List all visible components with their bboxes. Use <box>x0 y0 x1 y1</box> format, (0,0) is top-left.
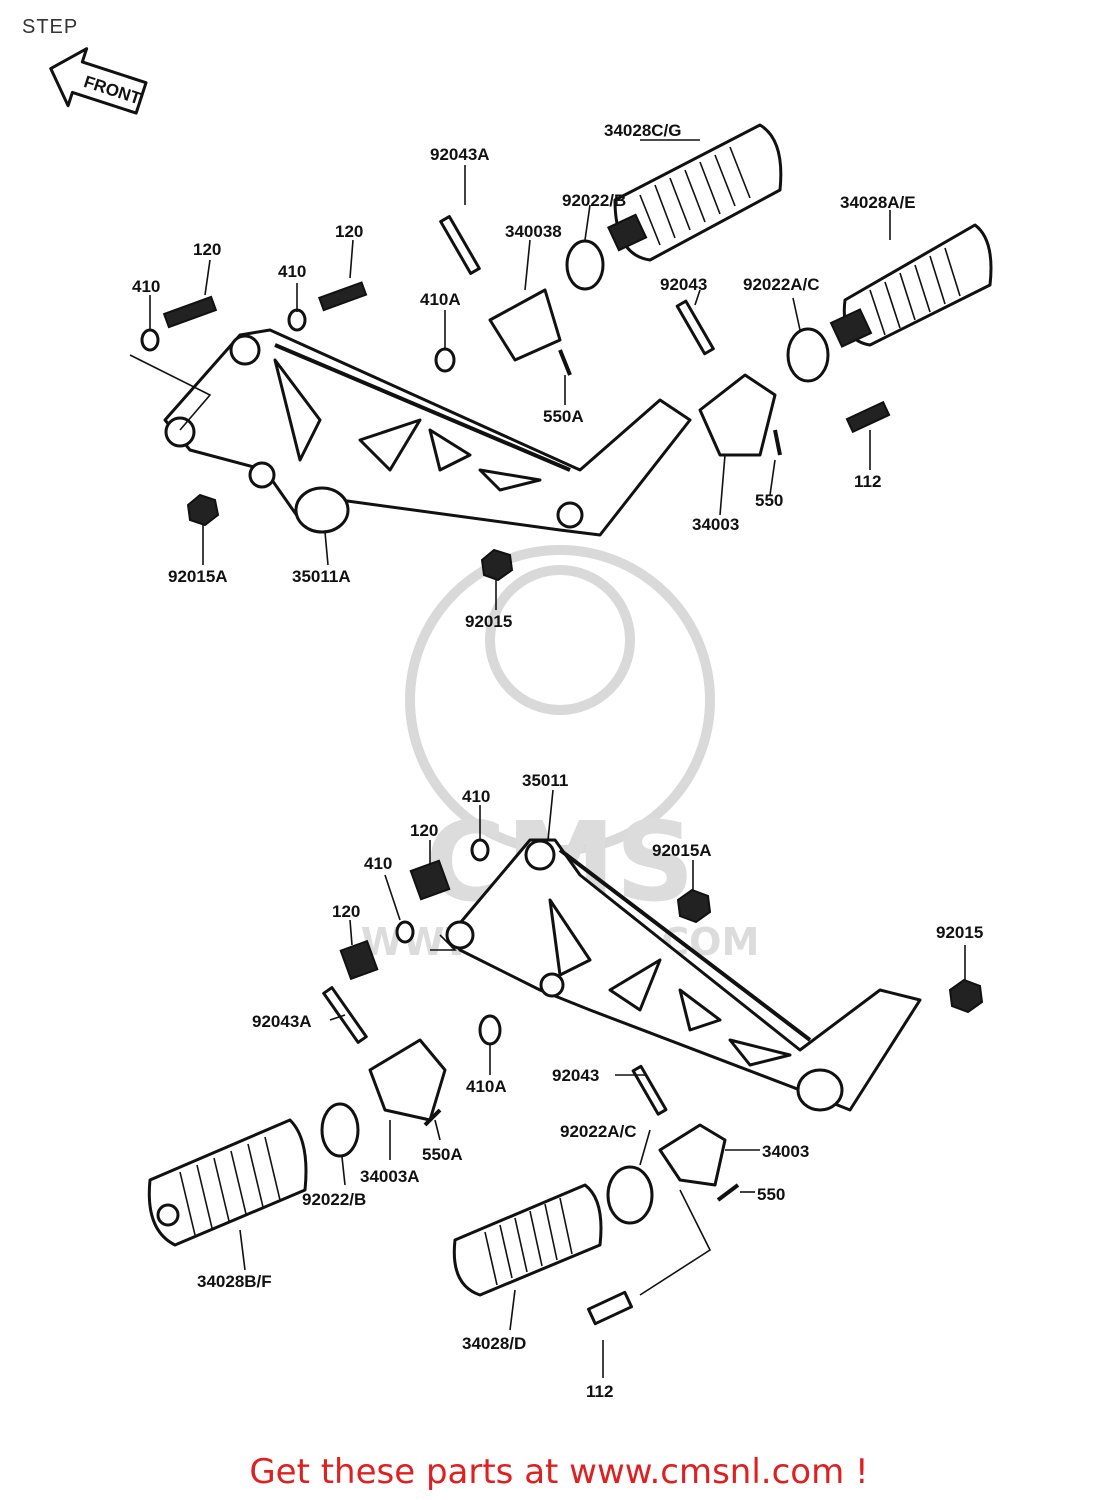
label-34028AE: 34028A/E <box>840 193 916 212</box>
holder-34003 <box>698 373 777 457</box>
label-34028BF: 34028B/F <box>197 1272 272 1291</box>
label-92022B-lower: 92022/B <box>302 1190 366 1209</box>
label-120-lower-b: 120 <box>332 902 360 921</box>
label-92015-upper: 92015 <box>465 612 512 631</box>
holder-34003-lower <box>658 1123 727 1187</box>
bolt-120-lower-a <box>339 939 379 981</box>
label-35011: 35011 <box>522 771 568 790</box>
washer-410A <box>434 347 456 373</box>
footer-link-text[interactable]: Get these parts at www.cmsnl.com ! <box>249 1452 869 1492</box>
label-550A-lower: 550A <box>422 1145 463 1164</box>
upper-assembly: 92043A 34028C/G 92022/B 340038 34028A/E … <box>129 121 993 631</box>
label-92022B-upper: 92022/B <box>562 191 626 210</box>
pin-92043 <box>675 299 715 356</box>
label-34003-upper: 34003 <box>692 515 739 534</box>
pin-92043-lower <box>631 1064 668 1116</box>
label-34028CG: 34028C/G <box>604 121 682 140</box>
cotter-550A-lower <box>423 1108 442 1127</box>
label-92043-upper: 92043 <box>660 275 707 294</box>
label-550-lower: 550 <box>757 1185 785 1204</box>
label-410-upper-b: 410 <box>278 262 306 281</box>
label-34028D: 34028/D <box>462 1334 526 1353</box>
bolt-120-b <box>317 281 368 312</box>
pin-92043A <box>439 215 481 275</box>
holder-340038 <box>488 288 562 362</box>
label-120-upper-a: 120 <box>193 240 221 259</box>
nut-92015A-lower <box>676 888 712 924</box>
holder-34003A <box>368 1038 447 1122</box>
washer-410-lower-b <box>470 838 490 862</box>
label-550-upper: 550 <box>755 491 783 510</box>
bolt-112-lower <box>586 1290 634 1326</box>
lower-bracket <box>445 838 922 1112</box>
label-112-lower: 112 <box>586 1382 613 1401</box>
label-410-lower-a: 410 <box>462 787 490 806</box>
label-92043A-lower: 92043A <box>252 1012 312 1031</box>
footpeg-lower-front <box>452 1183 603 1297</box>
label-550A-upper: 550A <box>543 407 584 426</box>
label-92043A-upper: 92043A <box>430 145 490 164</box>
washer-92022B-lower <box>320 1102 360 1158</box>
front-arrow: FRONT <box>49 47 148 115</box>
label-410-lower-b: 410 <box>364 854 392 873</box>
washer-410A-lower <box>478 1014 502 1046</box>
label-92022AC-upper: 92022A/C <box>743 275 820 294</box>
washer-410-b <box>287 308 307 332</box>
label-112-upper: 112 <box>854 472 881 491</box>
cotter-550 <box>773 429 782 456</box>
label-410A-upper: 410A <box>420 290 461 309</box>
label-120-lower-a: 120 <box>410 821 438 840</box>
nut-92015-lower <box>948 978 984 1014</box>
bolt-120-a <box>162 295 218 329</box>
cotter-550A <box>558 349 572 376</box>
nut-92015A <box>186 493 220 527</box>
label-92015A-lower: 92015A <box>652 841 712 860</box>
label-410-upper-a: 410 <box>132 277 160 296</box>
bolt-120-lower-b <box>409 859 451 901</box>
footpeg-upper-front <box>829 223 993 348</box>
label-92043-lower: 92043 <box>552 1066 599 1085</box>
label-92022AC-lower: 92022A/C <box>560 1122 637 1141</box>
label-34003-lower: 34003 <box>762 1142 809 1161</box>
washer-92022B <box>565 239 605 291</box>
footpeg-upper-rear <box>607 123 783 262</box>
bolt-112 <box>845 400 891 434</box>
upper-bracket <box>163 328 692 537</box>
label-120-upper-b: 120 <box>335 222 363 241</box>
page-title: STEP <box>22 16 79 38</box>
footpeg-lower-rear <box>147 1118 308 1247</box>
washer-410-a <box>140 328 160 352</box>
label-34003A: 34003A <box>360 1167 420 1186</box>
nut-92015 <box>480 548 514 582</box>
label-340038: 340038 <box>505 222 562 241</box>
label-92015-lower: 92015 <box>936 923 983 942</box>
washer-92022AC-lower <box>606 1165 654 1225</box>
label-92015A-upper: 92015A <box>168 567 228 586</box>
washer-92022AC <box>786 327 830 383</box>
label-35011A: 35011A <box>292 567 351 586</box>
washer-410-lower-a <box>395 920 415 944</box>
lower-assembly: 35011 410 120 410 120 92015A 92015 92043… <box>147 771 984 1401</box>
label-410A-lower: 410A <box>466 1077 507 1096</box>
cotter-550-lower <box>716 1183 740 1202</box>
